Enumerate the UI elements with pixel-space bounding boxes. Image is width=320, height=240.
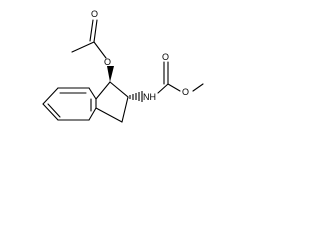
bond-c3-ar bbox=[95, 107, 123, 123]
bond-c2-c3 bbox=[121, 96, 129, 123]
bond-ar6-ar1 bbox=[88, 107, 97, 121]
carbamate-group bbox=[157, 61, 204, 94]
bond-ar1-ar2 bbox=[88, 87, 97, 100]
hashed-bond-c2-n bbox=[129, 91, 143, 102]
atom-nh-amide: NH bbox=[143, 92, 156, 102]
bond-c1-c2 bbox=[109, 81, 129, 98]
bond-acetyl-c-ch3 bbox=[71, 41, 95, 53]
bond-ar4-ar5 bbox=[42, 103, 59, 121]
structure-diagram: O O NH O O bbox=[42, 9, 204, 123]
bond-n-carbonyl-c bbox=[157, 83, 169, 94]
atom-o-ester: O bbox=[104, 57, 111, 67]
acetate-group bbox=[71, 19, 107, 59]
bond-o-methyl bbox=[192, 83, 204, 92]
bond-ar3-ar4 bbox=[42, 87, 59, 105]
bond-c1-ar bbox=[95, 81, 111, 100]
cyclopentane-ring bbox=[95, 81, 129, 123]
bond-acetyl-c-o-2 bbox=[89, 19, 94, 42]
bond-acetyl-c-o-1 bbox=[93, 19, 98, 43]
wedge-bond-c1-o bbox=[107, 66, 114, 82]
bond-carbamate-c-oMe bbox=[167, 83, 181, 92]
atom-o-carbonyl-acetyl: O bbox=[91, 9, 98, 19]
benzene-ring bbox=[42, 87, 97, 121]
atom-o-carbonyl-carbamate: O bbox=[162, 52, 169, 62]
bond-o-acetyl-c bbox=[93, 41, 107, 59]
atom-o-methoxy: O bbox=[182, 87, 189, 97]
aromatic-inner-bond-2 bbox=[47, 103, 61, 118]
